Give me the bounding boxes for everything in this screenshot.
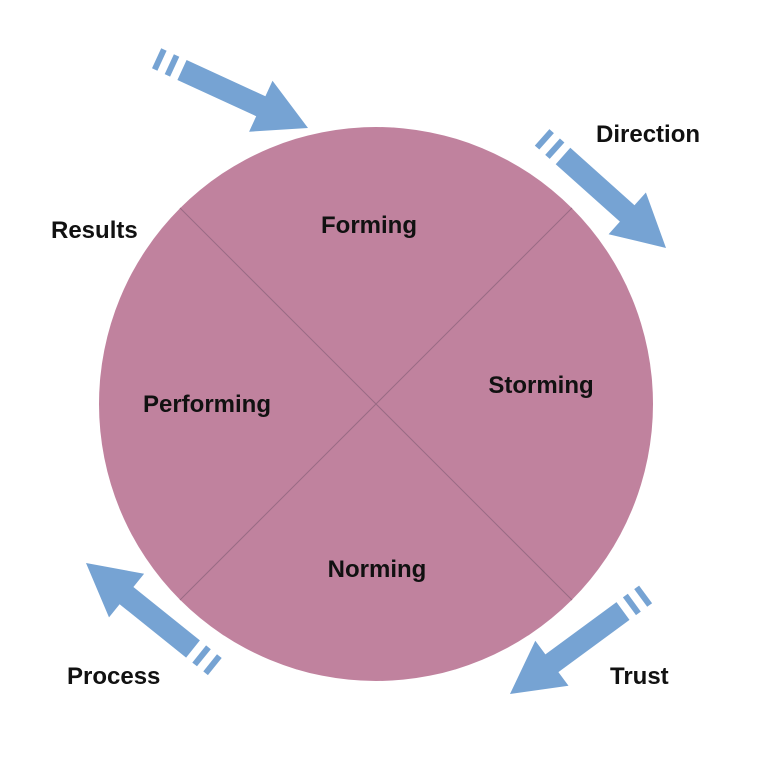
arrow-body [86,563,200,658]
arrow-icon-top [152,48,308,132]
arrow-icon-right [534,129,666,248]
arrow-dash-2 [534,129,554,150]
arrow-icon-bottom [510,585,653,694]
stage-label-norming: Norming [328,556,427,583]
arrow-dash-1 [192,645,211,667]
arrow-body [510,602,630,694]
arrow-body [177,60,308,132]
arrow-dash-1 [164,54,180,77]
arrow-dash-2 [634,585,653,607]
arrow-dash-2 [152,48,167,71]
arrow-body [555,147,666,248]
arrow-group [86,48,666,694]
outer-label-direction: Direction [596,121,700,148]
stage-label-forming: Forming [321,212,417,239]
stage-circle [99,127,653,681]
outer-label-process: Process [67,663,160,690]
arrow-icon-left [86,563,222,676]
arrow-dash-1 [545,138,565,159]
arrow-dash-2 [203,654,222,676]
outer-label-results: Results [51,217,138,244]
stage-label-storming: Storming [488,372,593,399]
stage-label-performing: Performing [143,391,271,418]
outer-label-trust: Trust [610,663,669,690]
divider-diagonal-b [179,207,573,601]
arrow-dash-1 [622,593,641,616]
